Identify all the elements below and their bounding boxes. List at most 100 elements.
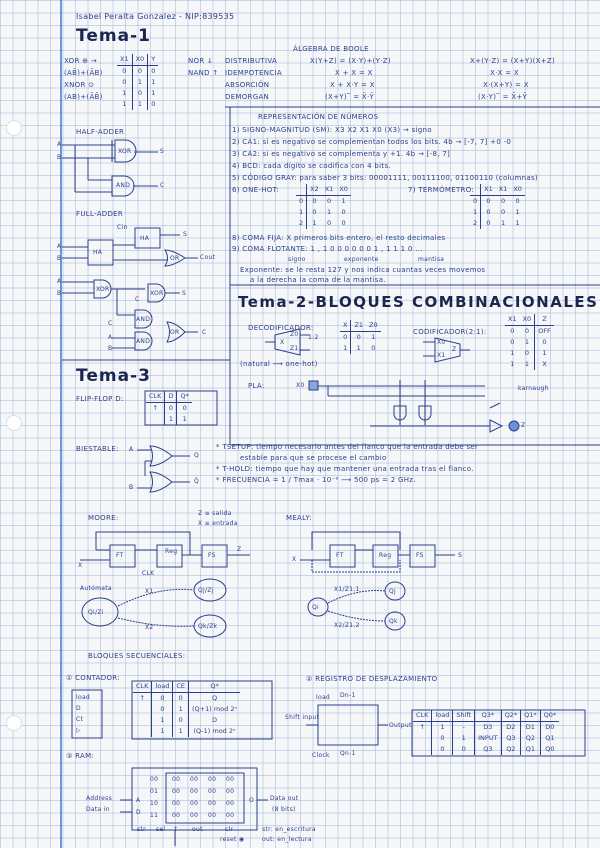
biestable-input: B: [129, 484, 134, 491]
ram-left-label: Data in: [86, 806, 110, 813]
law-formula: X + X = X: [335, 69, 373, 77]
tema2-title: Tema-2-BLOQUES COMBINACIONALES: [238, 293, 599, 311]
ram-control: clr: [225, 826, 234, 833]
moore-io: CLK: [142, 570, 155, 577]
ram-row-address: 10: [150, 800, 159, 807]
edge-label: X2: [145, 624, 154, 631]
timing-note: * TSETUP: tiempo necesario antes del fla…: [216, 443, 479, 451]
fa-label: B: [57, 290, 62, 297]
decoder-block: [274, 328, 301, 356]
block-label: Reg: [379, 552, 392, 559]
shift-pin: Qn-1: [340, 750, 356, 757]
float-label: exponente: [344, 256, 379, 263]
ram-control: ↑: [173, 826, 179, 833]
repr-line: 1) SIGNO-MAGNITUD (SM): X3 X2 X1 X0 (X3)…: [232, 126, 432, 134]
law-formula: (X·Y)‾ = X̄+Ȳ: [478, 93, 528, 101]
edge-label: X1/Z1,1: [334, 586, 360, 593]
fa-label: A: [108, 334, 113, 341]
shift-pin: Output: [389, 722, 412, 729]
gate-label: (AB)+(ĀB̄): [64, 93, 103, 101]
encoder-pin: X1: [437, 352, 446, 359]
biestable-output: Q: [194, 452, 200, 459]
law-formula: X+(Y·Z) = (X+Y)(X+Z): [470, 57, 556, 65]
counter-pin: D: [76, 705, 81, 712]
pla-output: Z: [521, 422, 526, 429]
binder-hole: [6, 120, 22, 136]
moore-legend: Z ≡ salida: [198, 510, 232, 517]
ram-note: str: en_escritura: [262, 826, 316, 833]
state: Qi: [312, 604, 319, 611]
ram-note: out: en_lectura: [262, 836, 312, 843]
float-label: signo: [288, 256, 306, 263]
ram-cell: 00: [190, 800, 199, 807]
repr-line: 2) CA1: si es negativo se complementan t…: [232, 138, 512, 146]
edge-label: X2/Z1,2: [334, 622, 360, 629]
onehot-label: 6) ONE-HOT:: [232, 186, 280, 194]
ram-control: str: [137, 826, 146, 833]
encoder-pin: Z: [452, 346, 457, 353]
gate-label: NOR ↓: [188, 57, 214, 65]
page-margin-line: [60, 0, 62, 848]
repr-line: 8) COMA FIJA: X primeros bits entero, el…: [232, 234, 446, 242]
biestable-diagram: [137, 445, 190, 493]
mealy-io: S: [458, 552, 463, 559]
edge-label: X1: [145, 588, 154, 595]
ram-row-address: 11: [150, 812, 159, 819]
fa-label: A: [57, 243, 62, 250]
ram-label: ③ RAM:: [66, 752, 95, 760]
ram-cell: 00: [208, 776, 217, 783]
counter-pin: ▷: [76, 727, 81, 734]
timing-note: * FRECUENCIA = 1 / Tmax · 10⁻⁹ ⟶ 500 ps …: [216, 476, 416, 484]
ram-cell: 00: [172, 788, 181, 795]
full-adder-title: FULL-ADDER: [76, 210, 124, 218]
timing-note: estable para que se procese el cambio: [240, 454, 387, 462]
fa-label: B: [57, 255, 62, 262]
ram-row-address: 00: [150, 776, 159, 783]
repr-note: Exponente: se le resta 127 y nos indica …: [240, 266, 486, 274]
author-line: Isabel Peralta Gonzalez - NIP:839535: [76, 12, 235, 21]
karnaugh-note: karnaugh: [518, 385, 549, 392]
repr-line: 5) CÓDIGO GRAY: para saber 3 bits: 00001…: [232, 174, 538, 182]
ram-reset: reset ◉: [220, 836, 245, 843]
fa-label: OR: [170, 329, 180, 336]
tema1-title: Tema-1: [76, 26, 151, 46]
flipflop-label: FLIP-FLOP D:: [76, 395, 124, 403]
decoder-ratio: 1:2: [308, 334, 319, 341]
fa-label: B: [108, 345, 113, 352]
ram-cell: 00: [190, 776, 199, 783]
gate-label: AND: [116, 182, 131, 189]
counter-block: [71, 689, 103, 739]
ram-pin: D: [136, 809, 141, 816]
block-label: FT: [116, 552, 124, 559]
termometro-label: 7) TERMÓMETRO:: [408, 186, 475, 194]
half-adder-title: HALF-ADDER: [76, 128, 125, 136]
law-name: IDEMPOTENCIA: [225, 69, 282, 77]
pla-input: X0: [296, 382, 305, 389]
representacion-title: REPRESENTACIÓN DE NÚMEROS: [258, 113, 379, 121]
ram-left-label: Address: [86, 795, 112, 802]
decoder-pin: Z0: [290, 331, 299, 338]
pla-diagram: [308, 380, 520, 433]
ram-cell: 00: [208, 788, 217, 795]
fa-label: C: [108, 320, 113, 327]
law-formula: X + X·Y = X: [330, 81, 375, 89]
fa-label: AND: [136, 338, 151, 345]
mealy-io: X: [292, 556, 297, 563]
block-label: Reg: [165, 548, 178, 555]
law-name: DISTRIBUTIVA: [225, 57, 278, 65]
state: Qk/Zk: [198, 623, 218, 630]
gate-label: NAND ↑: [188, 69, 219, 77]
decoder-pin: Z1: [290, 345, 299, 352]
pla-label: PLA:: [248, 382, 265, 390]
fa-label: HA: [140, 235, 150, 242]
secuenciales-title: BLOQUES SECUENCIALES:: [88, 652, 186, 660]
ram-right-label: Data out: [270, 795, 299, 802]
fa-label: A: [57, 278, 62, 285]
ram-cell: 00: [172, 800, 181, 807]
